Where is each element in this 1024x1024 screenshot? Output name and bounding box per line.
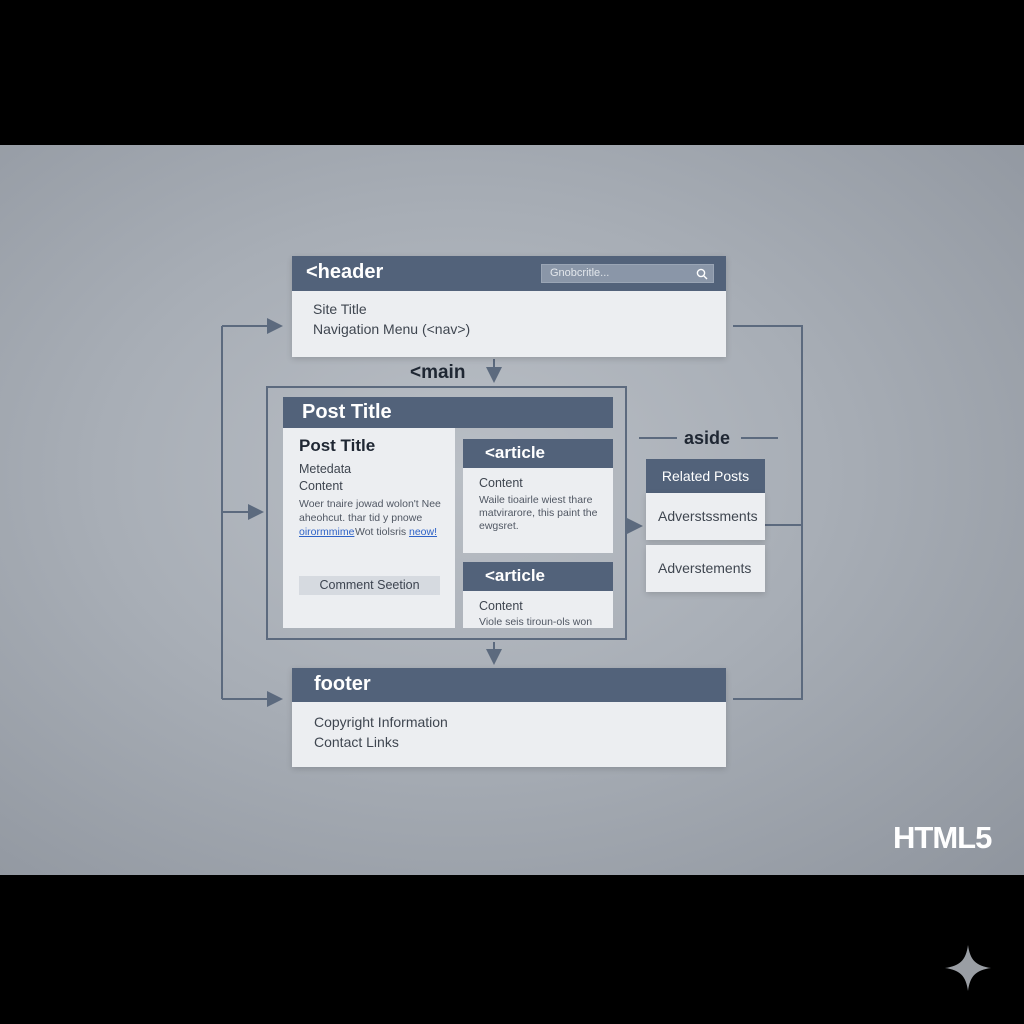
post-text-line-2: aheohcut. thar tid y pnowe [299, 512, 423, 524]
article-1-text-1: Waile tioairle wiest thare [479, 494, 593, 506]
post-link[interactable]: oirormmime [299, 526, 355, 538]
aside-label: aside [684, 428, 731, 448]
letterbox-top [0, 0, 1024, 145]
nav-menu-label: Navigation Menu (<nav>) [313, 321, 471, 337]
sparkle-icon [945, 945, 991, 991]
html5-watermark: HTML5 [893, 820, 992, 855]
aside-ad-card-2[interactable]: Adverstements [646, 545, 765, 592]
footer-bar: footer [292, 668, 726, 702]
post-link-2[interactable]: neow! [409, 526, 438, 538]
comment-section[interactable]: Comment Seetion [299, 576, 440, 595]
site-title-label: Site Title [313, 301, 367, 317]
post-link-tail: Wot tiolsris [355, 526, 407, 538]
article-1-tag: <article [485, 443, 546, 462]
search-placeholder: Gnobcritle... [550, 267, 610, 279]
aside-ad-card-1[interactable]: Adverstssments [646, 493, 765, 540]
article-1-text-3: ewgsret. [479, 520, 519, 532]
article-2-text-1: Viole seis tiroun-ols won [479, 616, 593, 628]
footer-tag-label: footer [314, 673, 371, 695]
post-content-label: Content [299, 479, 343, 493]
letterbox-bottom [0, 875, 1024, 1024]
article-1-bar: <article [463, 439, 613, 468]
header-bar: <header Gnobcritle... [292, 256, 726, 291]
article-2-bar: <article [463, 562, 613, 591]
post-title-bar: Post Title [283, 397, 613, 428]
article-card-2: <article Content Viole seis tiroun-ols w… [463, 562, 613, 628]
article-card-1: <article Content Waile tioairle wiest th… [463, 439, 613, 553]
aside-ad-label-2: Adverstements [658, 560, 752, 576]
aside-ad-label-1: Adverstssments [658, 508, 758, 524]
post-bar-title: Post Title [302, 401, 392, 423]
diagram-canvas: <header Gnobcritle... Site Title Navigat… [0, 145, 1024, 875]
article-2-tag: <article [485, 566, 546, 585]
post-metadata: Metedata [299, 462, 352, 476]
header-section: <header Gnobcritle... Site Title Navigat… [292, 256, 726, 357]
copyright-label: Copyright Information [314, 714, 448, 730]
search-box[interactable]: Gnobcritle... [541, 264, 714, 283]
article-1-content-label: Content [479, 476, 523, 490]
main-section-outline [266, 386, 627, 640]
post-body: Post Title Metedata Content Woer tnaire … [283, 428, 455, 628]
related-posts-header[interactable]: Related Posts [646, 459, 765, 493]
main-tag-label: <main [410, 362, 466, 383]
header-tag-label: <header [306, 261, 384, 283]
article-2-content-label: Content [479, 599, 523, 613]
footer-section: footer Copyright Information Contact Lin… [292, 668, 726, 767]
connector-lines [221, 318, 803, 707]
article-1-text-2: matvirarore, this paint the [479, 507, 598, 519]
search-icon[interactable] [696, 268, 708, 280]
contact-links-label: Contact Links [314, 734, 399, 750]
post-title: Post Title [299, 436, 376, 455]
post-text-line-1: Woer tnaire jowad wolon't Nee [299, 498, 441, 510]
